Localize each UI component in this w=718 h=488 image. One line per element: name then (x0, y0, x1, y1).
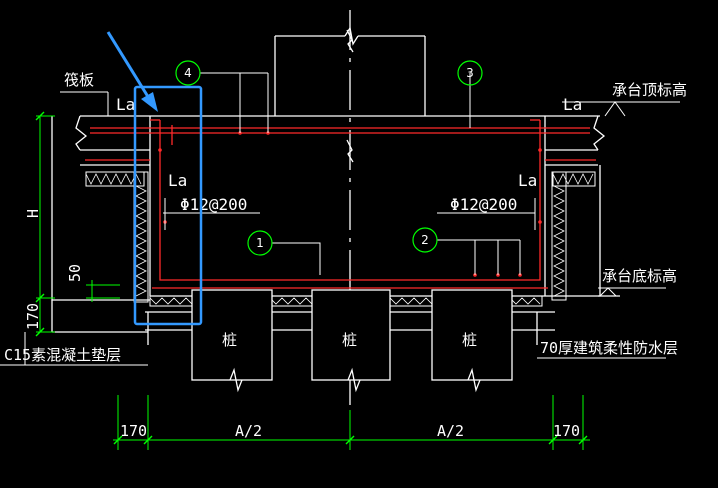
leader-lines (0, 72, 680, 366)
rebar-dot (538, 220, 542, 224)
cushion-label: C15素混凝土垫层 (4, 346, 121, 364)
dimension-170-right: 170 (553, 422, 580, 440)
callout-label-4: 4 (184, 66, 192, 80)
callout-circle-4 (175, 60, 201, 86)
callout-circle-3 (457, 60, 483, 86)
highlight-box (133, 85, 203, 326)
raft-label: 筏板 (64, 71, 94, 89)
dimension-170-vertical: 170 (24, 303, 42, 330)
pile-label-right: 桩 (462, 331, 477, 349)
highlight-annotation (106, 31, 203, 326)
la-label-inner-left: La (168, 171, 187, 190)
rebar-spec-left: Φ12@200 (180, 195, 247, 214)
callout-circles (175, 60, 483, 256)
dimension-lines (36, 115, 590, 450)
hatch-pattern (85, 173, 142, 185)
height-dimension-label: H (24, 209, 42, 218)
callout-label-2: 2 (421, 233, 429, 247)
la-label-inner-right: La (518, 171, 537, 190)
la-label-top-left: La (116, 95, 135, 114)
waterproof-layer (85, 171, 596, 307)
rebar-spec-right: Φ12@200 (450, 195, 517, 214)
rebar (85, 119, 596, 289)
hatch-pattern (552, 173, 594, 185)
callout-circle-1 (247, 230, 273, 256)
pile-label-left: 桩 (222, 331, 237, 349)
dimension-ticks (35, 111, 588, 445)
callout-circle-2 (412, 227, 438, 253)
hatch-pattern (135, 185, 147, 297)
callout-numbers: 4 3 1 2 (184, 66, 474, 250)
waterproof-hatch (85, 173, 594, 305)
rebar-dot (158, 148, 162, 152)
arrow-icon (106, 31, 158, 112)
waterproof-label: 70厚建筑柔性防水层 (540, 339, 678, 357)
dimension-a-half-left: A/2 (235, 422, 262, 440)
rebar-dot (538, 148, 542, 152)
pile-label-center: 桩 (342, 331, 357, 349)
dimension-170-left: 170 (120, 422, 147, 440)
la-label-top-right: La (563, 95, 582, 114)
cap-top-elevation-label: 承台顶标高 (612, 81, 687, 99)
callout-label-1: 1 (256, 236, 264, 250)
dimension-50: 50 (66, 264, 84, 282)
cap-bottom-elevation-label: 承台底标高 (602, 267, 677, 285)
callout-label-3: 3 (466, 66, 474, 80)
piles (191, 289, 513, 381)
hatch-pattern (553, 185, 565, 297)
dimension-a-half-right: A/2 (437, 422, 464, 440)
